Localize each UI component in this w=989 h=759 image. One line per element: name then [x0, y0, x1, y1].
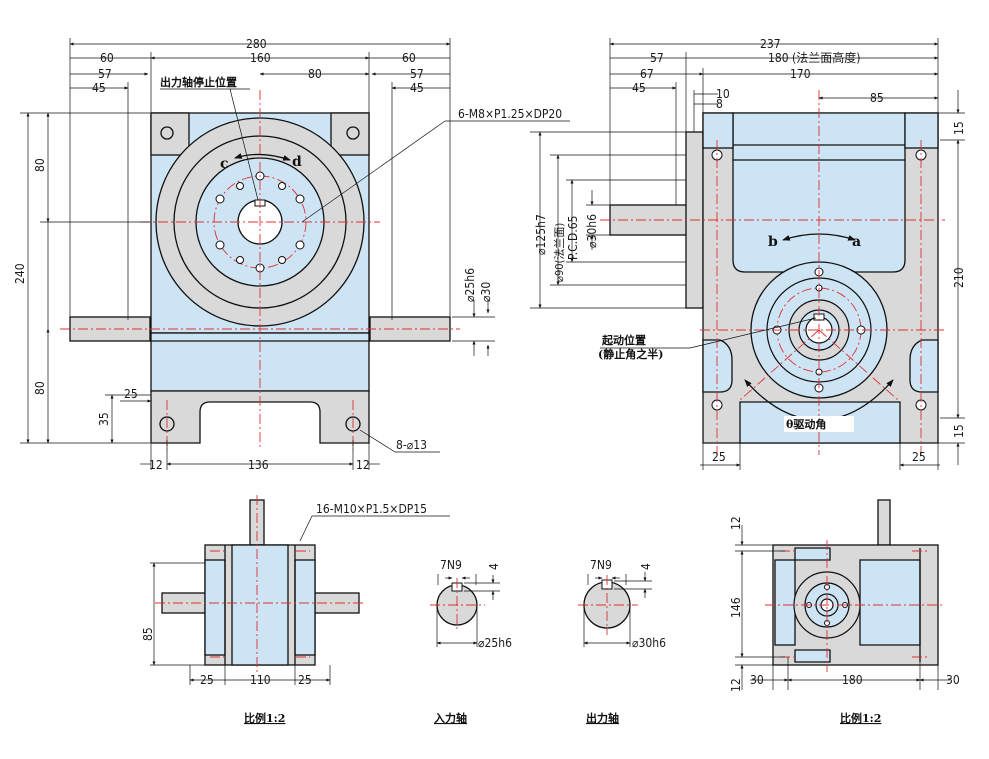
- output-key-7n9: 7N9: [590, 558, 612, 572]
- dim-80-top: 80: [308, 67, 322, 81]
- output-shaft-section: 7N9 4 ⌀30h6 出力轴: [578, 558, 666, 725]
- caption-output-shaft: 出力轴: [586, 711, 619, 725]
- dim-210: 210: [952, 267, 966, 288]
- dim-25-top-left: 25: [200, 673, 214, 687]
- output-key-depth: 4: [639, 563, 653, 570]
- dim-57-left: 57: [98, 67, 112, 81]
- note-drive-angle: θ驱动角: [786, 417, 826, 431]
- dim-45-right: 45: [410, 81, 424, 95]
- dim-pcd65: P.C.D.65: [566, 215, 580, 260]
- dim-60-left: 60: [100, 51, 114, 65]
- dim-8: 8: [716, 97, 723, 111]
- dim-146: 146: [729, 597, 743, 618]
- dim-80-upper: 80: [33, 158, 47, 172]
- dim-30h6-side: ⌀30h6: [585, 214, 599, 248]
- dim-110: 110: [250, 673, 271, 687]
- dim-57-right: 57: [410, 67, 424, 81]
- dim-240: 240: [13, 263, 27, 284]
- dim-85-side: 85: [870, 91, 884, 105]
- input-key-depth: 4: [487, 563, 501, 570]
- note-stop-position: 出力轴停止位置: [160, 75, 237, 89]
- label-b: b: [768, 234, 778, 250]
- dim-90-flange: ⌀90(法兰面): [552, 223, 566, 282]
- note-m8-holes: 6-M8×P1.25×DP20: [458, 107, 562, 121]
- dim-237: 237: [760, 37, 781, 51]
- note-m10-holes: 16-M10×P1.5×DP15: [316, 502, 427, 516]
- caption-input-shaft: 入力轴: [434, 711, 467, 725]
- label-c: c: [220, 156, 229, 172]
- dim-85-top: 85: [141, 627, 155, 641]
- dim-15-top: 15: [952, 121, 966, 135]
- dim-12-left: 12: [149, 458, 163, 472]
- dim-35: 35: [97, 412, 111, 426]
- dim-80-lower: 80: [33, 381, 47, 395]
- caption-scale-right: 比例1:2: [840, 711, 881, 725]
- label-a: a: [852, 234, 861, 250]
- dim-shaft-25h6: ⌀25h6: [463, 268, 477, 302]
- dim-15-bottom: 15: [952, 424, 966, 438]
- input-dia-25h6: ⌀25h6: [478, 636, 512, 650]
- dim-45-side: 45: [632, 81, 646, 95]
- dim-25-side-right: 25: [912, 450, 926, 464]
- dim-30-left: 30: [750, 673, 764, 687]
- dim-12-right: 12: [356, 458, 370, 472]
- side-view: 237 180 (法兰面高度) 57 67 170 45 10 8 85 ⌀12…: [530, 37, 966, 470]
- top-view: 16-M10×P1.5×DP15 85 25 110 25 比例1:2: [141, 495, 450, 725]
- note-start-position-sub: (静止角之半): [598, 347, 663, 361]
- input-key-7n9: 7N9: [440, 558, 462, 572]
- dim-67: 67: [640, 67, 654, 81]
- dim-180-bottom: 180: [842, 673, 863, 687]
- dim-30-right: 30: [946, 673, 960, 687]
- dim-25-foot: 25: [124, 387, 138, 401]
- front-view: 280 160 60 60 57 57 45 45 80 80 240 80 3…: [13, 37, 570, 472]
- dim-12-top-bottomview: 12: [729, 516, 743, 530]
- caption-scale-left: 比例1:2: [244, 711, 285, 725]
- dim-160: 160: [250, 51, 271, 65]
- dim-280: 280: [246, 37, 267, 51]
- dim-57-side: 57: [650, 51, 664, 65]
- dim-12-bottom-bottomview: 12: [729, 678, 743, 692]
- dim-136: 136: [248, 458, 269, 472]
- output-dia-30h6: ⌀30h6: [632, 636, 666, 650]
- dim-180-flange: 180 (法兰面高度): [768, 50, 860, 65]
- dim-shaft-30: ⌀30: [479, 282, 493, 302]
- dim-60-right: 60: [402, 51, 416, 65]
- dim-45-left: 45: [92, 81, 106, 95]
- dim-10: 10: [716, 87, 730, 101]
- note-8-holes: 8-⌀13: [396, 438, 427, 452]
- bottom-view: 12 146 12 30 180 30 比例1:2: [729, 499, 960, 725]
- note-start-position: 起动位置: [601, 333, 646, 347]
- label-d: d: [292, 154, 302, 170]
- input-shaft-section: 7N9 4 ⌀25h6 入力轴: [430, 558, 512, 725]
- dim-25-top-right: 25: [298, 673, 312, 687]
- dim-25-side-left: 25: [712, 450, 726, 464]
- dim-125h7: ⌀125h7: [534, 214, 548, 255]
- dim-170: 170: [790, 67, 811, 81]
